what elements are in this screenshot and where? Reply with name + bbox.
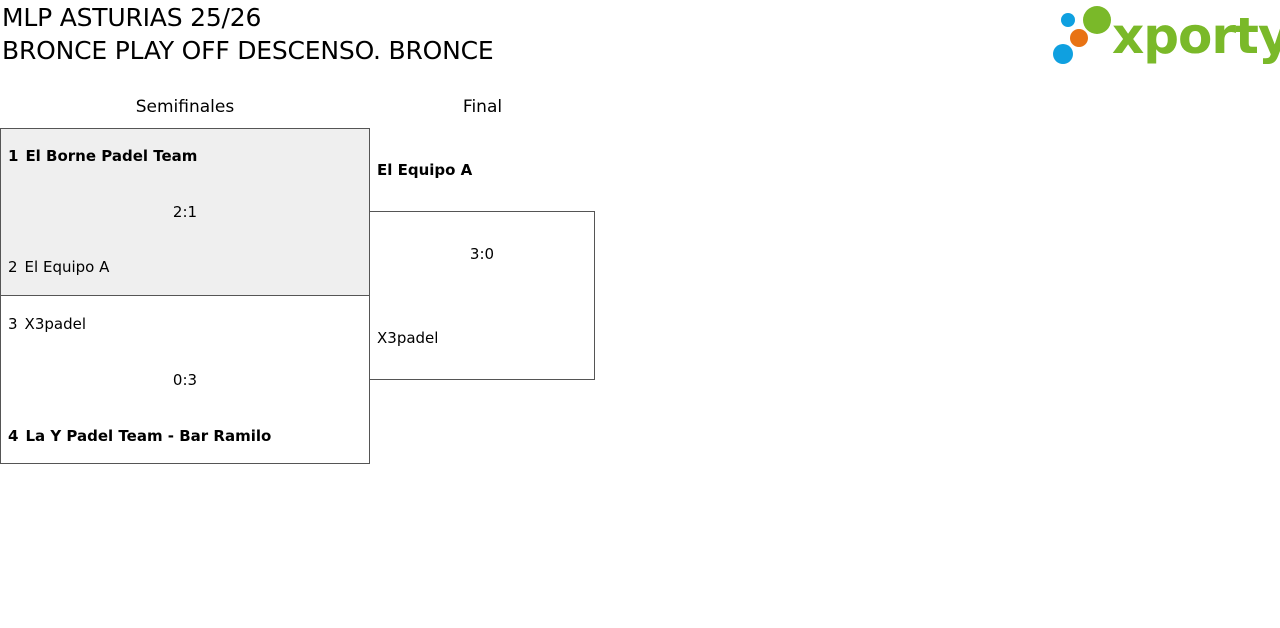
team-entry[interactable]: 4 La Y Padel Team - Bar Ramilo bbox=[8, 426, 271, 446]
team-entry[interactable]: 3 X3padel bbox=[8, 314, 86, 334]
team-name: X3padel bbox=[24, 315, 86, 333]
final-match[interactable]: 3:0 bbox=[369, 211, 595, 380]
xporty-logo: xporty bbox=[1050, 4, 1280, 68]
team-entry[interactable]: 1 El Borne Padel Team bbox=[8, 146, 197, 166]
semifinal-match-2[interactable]: 3 X3padel 0:3 4 La Y Padel Team - Bar Rami… bbox=[0, 295, 370, 464]
match-score: 2:1 bbox=[172, 203, 198, 221]
team-seed: 4 bbox=[8, 427, 19, 445]
team-name: La Y Padel Team - Bar Ramilo bbox=[25, 427, 272, 445]
team-seed: 1 bbox=[8, 147, 19, 165]
page-subtitle: BRONCE PLAY OFF DESCENSO. BRONCE bbox=[2, 36, 494, 65]
round-header-semifinals: Semifinales bbox=[135, 97, 235, 117]
page-title: MLP ASTURIAS 25/26 bbox=[2, 3, 262, 32]
final-team-2[interactable]: X3padel bbox=[377, 329, 439, 347]
team-seed: 3 bbox=[8, 315, 18, 333]
logo-dots-icon bbox=[1053, 6, 1111, 64]
team-name: El Equipo A bbox=[24, 258, 110, 276]
logo-text: xporty bbox=[1112, 7, 1280, 65]
semifinal-match-1[interactable]: 1 El Borne Padel Team 2:1 2 El Equipo A bbox=[0, 128, 370, 296]
match-score: 0:3 bbox=[172, 371, 198, 389]
match-score: 3:0 bbox=[469, 245, 495, 263]
final-team-1[interactable]: El Equipo A bbox=[377, 161, 473, 179]
round-header-final: Final bbox=[462, 97, 503, 117]
team-name: El Borne Padel Team bbox=[25, 147, 198, 165]
team-entry[interactable]: 2 El Equipo A bbox=[8, 257, 109, 277]
team-seed: 2 bbox=[8, 258, 18, 276]
